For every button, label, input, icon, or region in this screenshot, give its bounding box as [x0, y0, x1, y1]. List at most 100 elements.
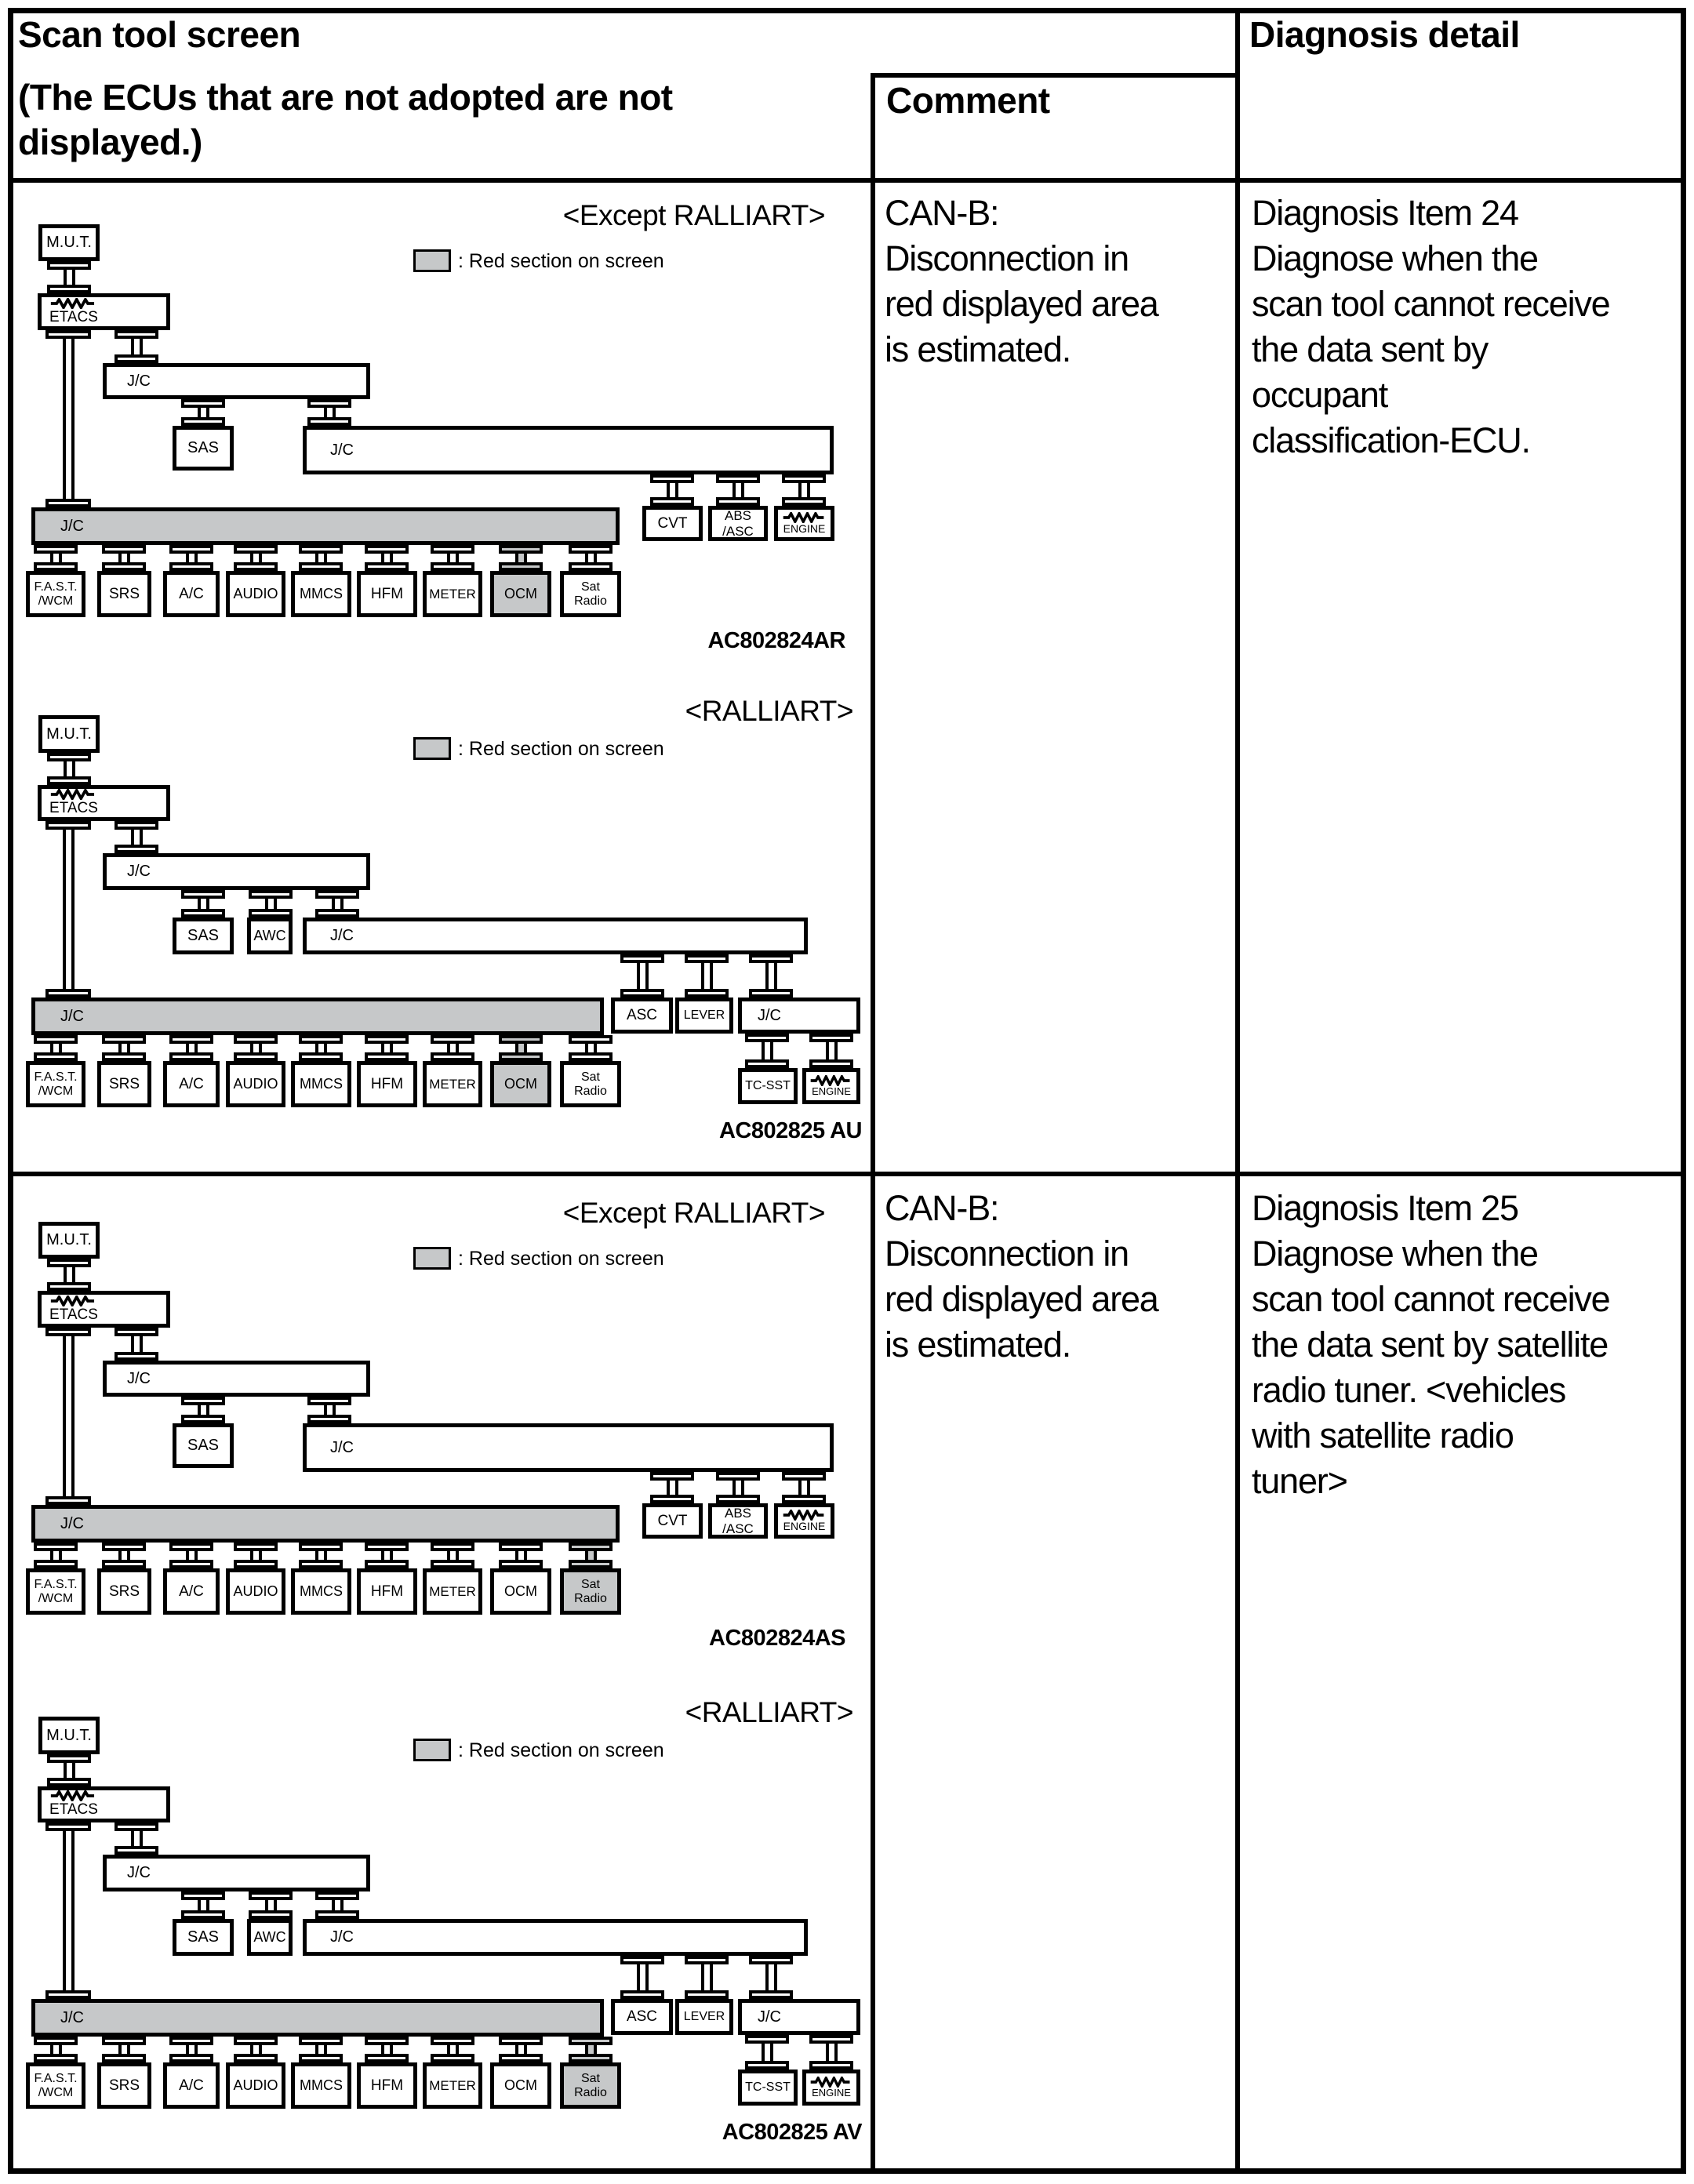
connector — [234, 545, 278, 571]
connector-cap — [569, 2054, 613, 2062]
diagram-box-engine: ENGINE — [802, 1068, 860, 1104]
diagram-box-label: SRS — [108, 2077, 140, 2094]
diagram-box-jc1: J/C — [103, 1855, 370, 1891]
diagram-box-etacs: ETACS — [38, 1786, 170, 1822]
legend-red-section-swatch — [413, 1247, 451, 1270]
connector-stem — [446, 2045, 459, 2054]
connector-stem — [331, 1900, 344, 1910]
connector-cap — [307, 417, 351, 426]
connector-cap — [181, 1415, 225, 1423]
diagram-code-label: AC802825 AU — [718, 1118, 863, 1143]
diagram-box-lever: LEVER — [675, 998, 733, 1034]
connector — [102, 545, 146, 571]
connector-cap — [315, 1910, 359, 1919]
connector-stem — [380, 1551, 393, 1560]
can-diagram-except-ralliart-item25: <Except RALLIART>: Red section on screen… — [0, 1178, 873, 1695]
connector-cap — [745, 1034, 789, 1042]
diagram-box-asc: ASC — [611, 998, 673, 1034]
diagram-box-sas: SAS — [173, 1423, 234, 1468]
diagram-box-meter: METER — [423, 1568, 482, 1615]
connector-cap — [102, 1035, 146, 1044]
diagram-box-label: METER — [429, 1076, 476, 1092]
connector-cap — [685, 1990, 729, 1999]
connector — [34, 545, 78, 571]
connector-cap — [299, 1035, 343, 1044]
diagram-box-label: A/C — [179, 585, 204, 602]
connector-cap — [47, 285, 91, 293]
connector-cap — [299, 545, 343, 554]
connector-cap — [45, 1990, 91, 1999]
connector-cap — [234, 1560, 278, 1568]
connector — [102, 2037, 146, 2062]
diagram-box-ocm: OCM — [490, 2062, 551, 2109]
diagram-box-jc2: J/C — [303, 1423, 834, 1472]
diagram-box-label: METER — [429, 2077, 476, 2093]
diagram-box-label: LEVER — [683, 1008, 725, 1023]
diagram-box-label: ENGINE — [812, 1085, 851, 1097]
connector-cap — [299, 2054, 343, 2062]
connector-cap — [47, 261, 91, 270]
diagram-box-ac: A/C — [163, 1061, 220, 1107]
connector-cap — [234, 1543, 278, 1551]
connector — [569, 545, 613, 571]
connector-cap — [499, 2037, 543, 2045]
connector-stem — [49, 2045, 62, 2054]
connector-cap — [47, 1282, 91, 1291]
diagram-box-label: SAS — [187, 927, 220, 945]
connector-stem — [197, 1900, 209, 1910]
diagram-box-label: METER — [429, 586, 476, 601]
diagram-box-jc1: J/C — [103, 1361, 370, 1397]
connector-cap — [569, 2037, 613, 2045]
diagram-box-label: F.A.S.T. /WCM — [34, 1070, 78, 1098]
connector-stem — [264, 899, 277, 909]
connector-cap — [499, 545, 543, 554]
connector-stem — [323, 1405, 336, 1415]
connector — [169, 2037, 213, 2062]
connector-cap — [34, 1560, 78, 1568]
diagram-variant-label: <RALLIART> — [685, 1696, 854, 1728]
diagram-box-label: J/C — [60, 517, 84, 535]
connector — [365, 1035, 409, 1061]
connector-cap — [685, 1956, 729, 1964]
connector — [499, 545, 543, 571]
diagram-box-cvt: CVT — [642, 506, 703, 541]
connector-cap — [45, 821, 91, 830]
connector-cap — [102, 2054, 146, 2062]
connector-cap — [181, 1891, 225, 1900]
resistor-icon — [49, 296, 98, 311]
resistor-icon — [49, 787, 98, 802]
connector-stem — [197, 899, 209, 909]
diagram-box-engine: ENGINE — [802, 2070, 860, 2106]
connector — [34, 2037, 78, 2062]
diagram-box-label: J/C — [127, 1864, 151, 1882]
diagram-box-label: J/C — [330, 1928, 354, 1946]
connector — [169, 1543, 213, 1568]
diagnosis-cell-row1: Diagnosis Item 24 Diagnose when the scan… — [1252, 193, 1611, 460]
diagnosis-detail-header: Diagnosis detail — [1249, 14, 1520, 55]
connector-stem — [380, 554, 393, 562]
connector — [234, 1543, 278, 1568]
comment-cell-row1: CAN-B: Disconnection in red displayed ar… — [885, 193, 1159, 369]
diagram-box-fast: F.A.S.T. /WCM — [26, 1061, 85, 1107]
connector-cap — [809, 2035, 853, 2044]
diagram-box-label: Sat Radio — [574, 1577, 607, 1605]
diagram-box-sat: Sat Radio — [560, 2062, 621, 2109]
diagram-box-jc1: J/C — [103, 853, 370, 890]
diagram-box-label: J/C — [127, 1369, 151, 1387]
diagram-box-label: ETACS — [49, 1801, 98, 1819]
connector — [299, 2037, 343, 2062]
connector-cap — [115, 330, 158, 339]
connector-cap — [365, 1035, 409, 1044]
connector — [569, 1035, 613, 1061]
diagram-box-label: ETACS — [49, 308, 98, 325]
connector-cap — [499, 1543, 543, 1551]
header-row-divider — [8, 178, 1686, 183]
connector-stem — [314, 2045, 327, 2054]
connector — [234, 2037, 278, 2062]
connector — [115, 1822, 158, 1855]
connector-stem — [732, 483, 744, 497]
diagram-box-hfm: HFM — [357, 2062, 417, 2109]
connector-stem — [666, 483, 678, 497]
diagram-code-label: AC802824AS — [709, 1626, 845, 1651]
